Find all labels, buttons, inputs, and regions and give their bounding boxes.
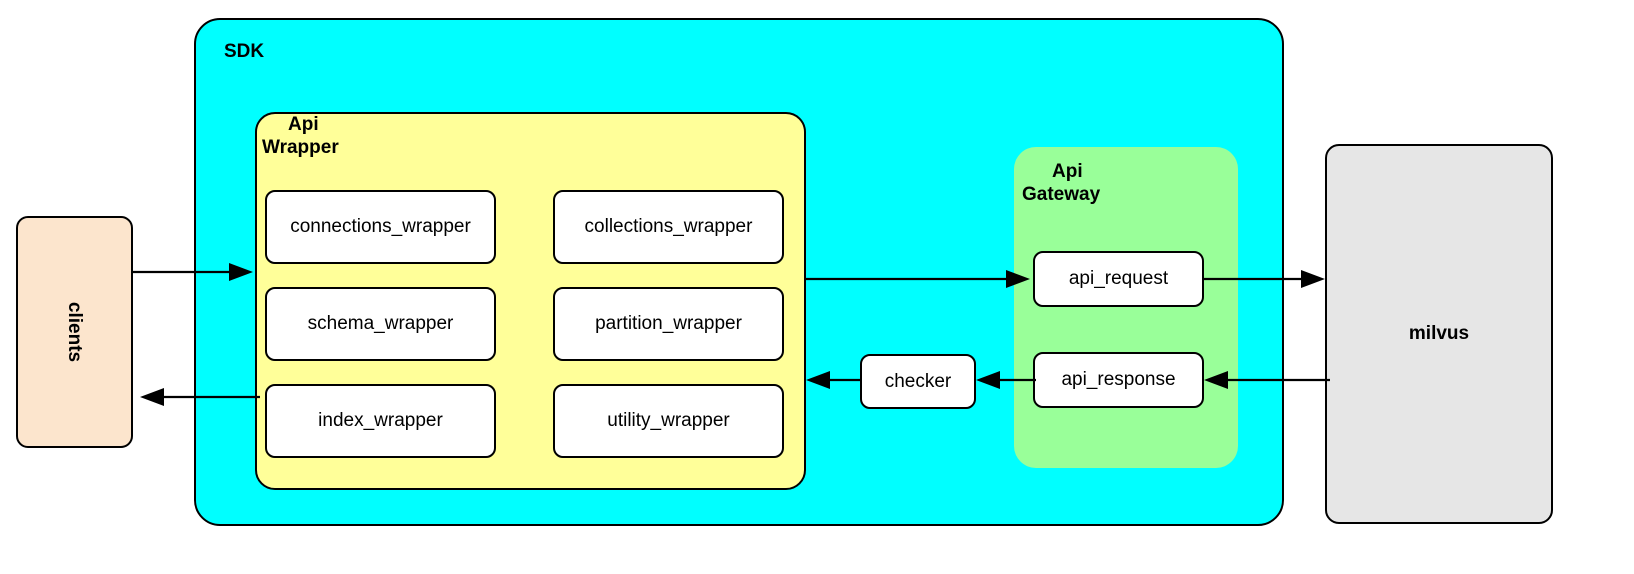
container-api-gateway (1014, 147, 1238, 468)
node-connections-wrapper[interactable]: connections_wrapper (265, 190, 496, 264)
container-sdk-label: SDK (224, 41, 265, 62)
clients-text: clients (64, 301, 86, 363)
node-schema-wrapper[interactable]: schema_wrapper (265, 287, 496, 361)
edge-api-response-to-checker (976, 371, 1036, 389)
edge-api-request-to-milvus (1204, 270, 1325, 288)
node-api-response[interactable]: api_response (1033, 352, 1204, 408)
node-utility-wrapper[interactable]: utility_wrapper (553, 384, 784, 458)
container-api-gateway-label: Api Gateway (1022, 161, 1101, 206)
node-partition-wrapper[interactable]: partition_wrapper (553, 287, 784, 361)
node-api-request[interactable]: api_request (1033, 251, 1204, 307)
edge-api-wrapper-to-clients (140, 388, 260, 406)
edge-clients-to-api-wrapper (133, 263, 253, 281)
node-index-wrapper[interactable]: index_wrapper (265, 384, 496, 458)
node-collections-wrapper[interactable]: collections_wrapper (553, 190, 784, 264)
edge-checker-to-api-wrapper (806, 371, 862, 389)
edge-milvus-to-api-response (1204, 371, 1330, 389)
container-api-wrapper-label: Api Wrapper (262, 114, 339, 159)
node-milvus[interactable]: milvus (1325, 144, 1553, 524)
node-clients[interactable]: clients (16, 216, 133, 448)
edge-api-wrapper-to-api-request (806, 270, 1030, 288)
node-clients-label: clients (18, 218, 131, 446)
node-checker[interactable]: checker (860, 354, 976, 409)
